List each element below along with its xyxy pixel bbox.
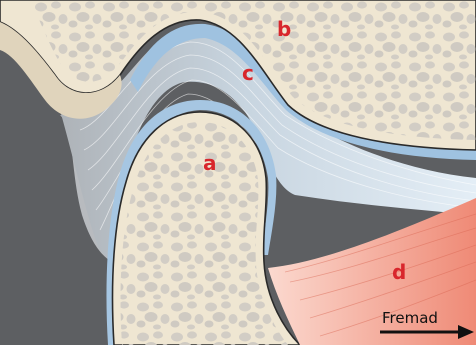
label-d: d xyxy=(392,260,406,284)
label-c: c xyxy=(242,61,254,85)
label-a: a xyxy=(203,151,217,175)
direction-label: Fremad xyxy=(382,309,438,327)
label-b: b xyxy=(277,17,291,41)
